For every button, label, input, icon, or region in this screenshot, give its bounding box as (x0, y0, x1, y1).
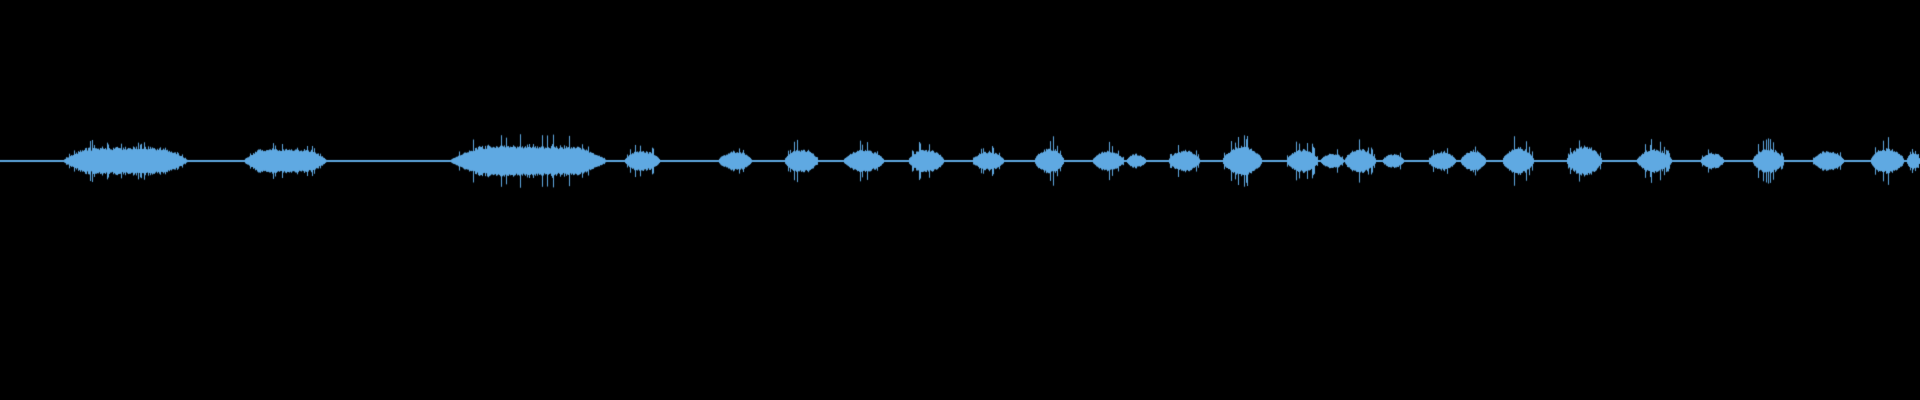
audio-waveform-viewer[interactable] (0, 0, 1920, 400)
waveform-canvas[interactable] (0, 0, 1920, 400)
